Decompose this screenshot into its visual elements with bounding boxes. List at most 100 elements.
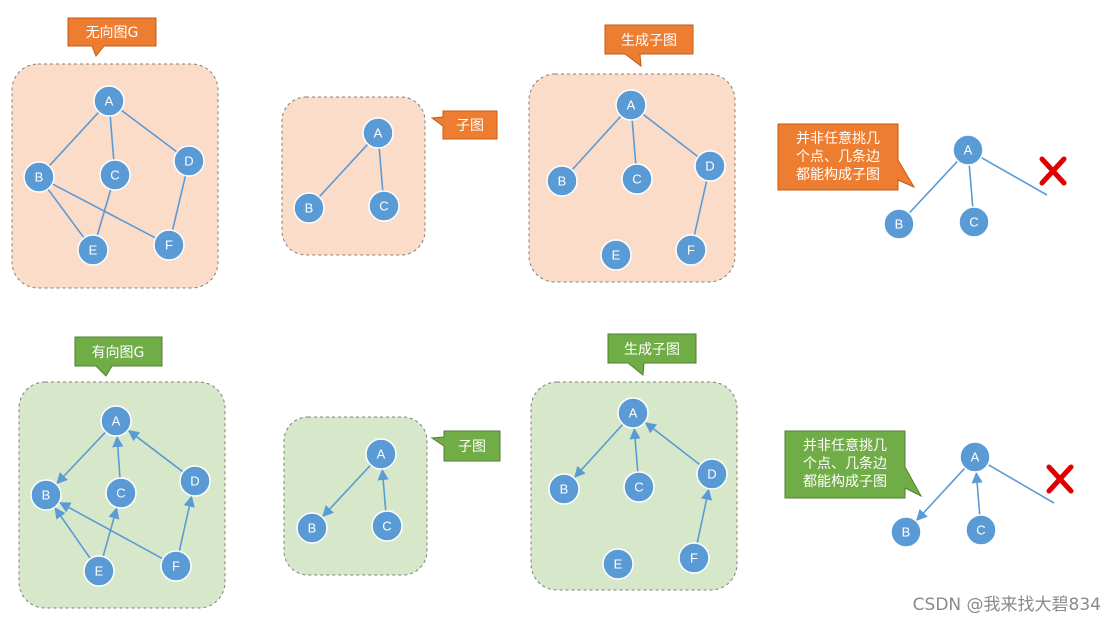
g1-node-circle-D [173,145,205,177]
g5-edge-F-B [59,501,164,560]
g6-node-label-C: C [382,519,391,534]
callout-directed-title-text: 有向图G [92,345,145,361]
g5-edge-F-D [178,495,195,552]
g1-node-circle-F [153,229,185,261]
g5-node-label-A: A [112,414,121,429]
callout-undirected-title: 无向图G [67,17,157,57]
g8-node-circle-B [890,516,922,548]
g2-edge-A-B [318,143,369,198]
note-bottom-line2: 个点、几条边 [803,455,887,472]
callout-directed-spanning-text: 生成子图 [624,342,680,358]
g2-node-circle-C [368,190,400,222]
watermark: CSDN @我来找大碧834 [913,595,1101,615]
g7-node-label-C: C [634,480,643,495]
g6-node-C: C [371,510,403,542]
g7-node-circle-D [696,458,728,490]
g5-node-A: A [100,405,132,437]
cross-icon [1039,156,1067,186]
g3-node-label-B: B [558,174,567,189]
g8-node-B: B [890,516,922,548]
g6-node-label-B: B [308,521,317,536]
edges-layer [47,109,1055,560]
g1-node-label-D: D [184,154,193,169]
g1-edge-A-C [109,115,115,161]
g7-node-B: B [548,473,580,505]
g3-node-circle-A [615,89,647,121]
g5-node-circle-B [30,479,62,511]
g2-node-A: A [362,117,394,149]
g8-node-label-C: C [976,523,985,538]
note-bottom-line1: 并非任意挑几 [803,437,887,454]
g8-dangling-edge [987,463,1055,504]
g1-node-circle-A [93,85,125,117]
g7-node-label-B: B [560,482,569,497]
g5-node-circle-D [179,465,211,497]
note-top-line3: 都能构成子图 [796,167,880,183]
callout-directed-title: 有向图G [74,336,163,377]
g2-node-circle-A [362,117,394,149]
g3-node-label-E: E [612,248,621,263]
g8-edge-C-A [971,471,983,516]
callout-undirected-subgraph: 子图 [430,110,498,140]
g1-edge-B-E [47,188,85,239]
g5-node-circle-E [83,555,115,587]
g3-edge-A-D [642,113,699,158]
note-bottom-line3: 都能构成子图 [803,474,887,490]
g7-node-circle-C [623,471,655,503]
g5-node-label-E: E [95,564,104,579]
g1-node-C: C [99,159,131,191]
g1-node-label-B: B [35,170,44,185]
g4-edge-A-C [968,164,974,208]
g8-node-A: A [959,441,991,473]
g7-edge-C-A [629,427,641,473]
g4-node-circle-B [883,208,915,240]
g1-node-D: D [173,145,205,177]
g4-node-A: A [952,134,984,166]
g1-node-circle-C [99,159,131,191]
g5-node-label-B: B [42,488,51,503]
g5-edge-E-C [102,507,120,557]
g3-node-circle-E [600,239,632,271]
note-bottom: 并非任意挑几 个点、几条边 都能构成子图 [784,430,923,499]
g5-node-circle-A [100,405,132,437]
callout-directed-subgraph: 子图 [430,430,501,462]
g7-node-circle-E [602,548,634,580]
g3-node-circle-C [621,163,653,195]
g1-node-label-A: A [105,94,114,109]
callout-undirected-spanning-text: 生成子图 [621,33,677,49]
g1-node-circle-B [23,161,55,193]
g5-node-E: E [83,555,115,587]
g5-edge-A-B [56,431,107,485]
g3-node-circle-B [546,165,578,197]
g2-node-label-A: A [374,126,383,141]
callout-undirected-spanning: 生成子图 [604,24,694,68]
g3-node-label-D: D [705,159,714,174]
g5-edge-E-B [54,507,92,560]
g7-node-label-E: E [614,557,623,572]
g5-node-B: B [30,479,62,511]
g7-node-circle-B [548,473,580,505]
g1-edge-A-D [120,109,178,153]
g4-node-label-A: A [964,143,973,158]
g6-edge-C-A [377,468,389,512]
note-top: 并非任意挑几 个点、几条边 都能构成子图 [777,123,916,191]
g3-node-A: A [615,89,647,121]
g8-node-label-B: B [902,525,911,540]
g2-node-label-B: B [305,201,314,216]
g7-edge-A-B [574,423,624,478]
g6-node-circle-B [296,512,328,544]
g1-node-F: F [153,229,185,261]
g3-edge-A-B [571,115,622,171]
g3-node-D: D [694,150,726,182]
g1-node-B: B [23,161,55,193]
g4-node-label-B: B [895,217,904,232]
g1-edge-A-B [48,111,100,167]
g5-node-label-D: D [190,474,199,489]
g3-node-label-A: A [627,98,636,113]
g4-node-circle-A [952,134,984,166]
g8-node-C: C [965,514,997,546]
g4-node-B: B [883,208,915,240]
cross-icon [1046,464,1074,494]
